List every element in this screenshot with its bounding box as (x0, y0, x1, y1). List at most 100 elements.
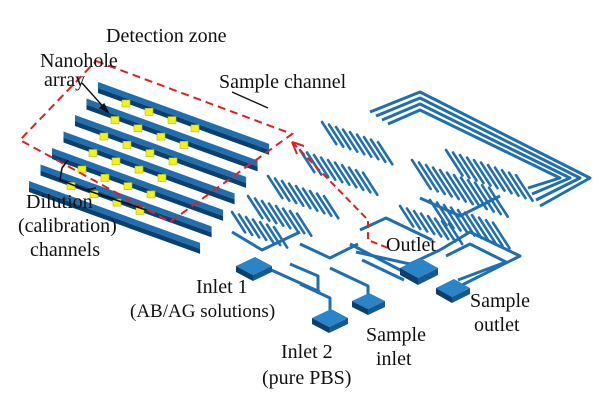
channel-trace (387, 108, 562, 190)
mixer-segment (288, 209, 306, 235)
dilution-brace (59, 159, 147, 211)
mixer-segment (440, 219, 457, 243)
mixer-segment (347, 166, 365, 192)
mixer-segment (466, 178, 489, 211)
sample-inlet-pad (352, 293, 385, 315)
mixer-segment (479, 161, 499, 190)
channel-strip-top (98, 82, 270, 150)
mixer-segment (472, 158, 492, 187)
mixer-segment (319, 156, 337, 181)
channel-trace (329, 266, 370, 296)
mixer-segment (458, 153, 478, 182)
mixer-segment (308, 189, 326, 215)
mixer-segment (274, 204, 292, 230)
mixer-segment (246, 194, 264, 220)
channel-strip-side (63, 137, 235, 205)
mixer-segment (272, 225, 289, 249)
channel-trace (231, 230, 301, 252)
mixer-segment (273, 177, 291, 202)
mixer-segment (486, 163, 506, 192)
label-inlet2-line1: Inlet 2 (281, 341, 333, 363)
nanohole-square (167, 116, 177, 124)
nanohole-square (100, 174, 110, 182)
mixer-segment (419, 212, 436, 236)
mixer-segment (487, 186, 510, 218)
channel-trace (289, 262, 320, 290)
mixer-segment (260, 199, 278, 225)
label-leaders (81, 82, 269, 114)
nanohole-square (190, 124, 200, 133)
label-detection-zone: Detection zone (106, 25, 227, 47)
label-inlet1-line1: Inlet 1 (196, 276, 248, 298)
mixer-segment (405, 207, 422, 231)
mixer-segment (433, 217, 450, 241)
nanohole-square (168, 157, 178, 166)
mixer-segment (398, 204, 415, 228)
channel-trace (369, 90, 592, 208)
channel-strip-top (52, 148, 224, 216)
nanohole-square (134, 165, 144, 174)
nanohole-square (121, 99, 131, 108)
channel-trace (299, 282, 332, 312)
mixer-segment (251, 218, 268, 242)
mixer-segment (287, 182, 305, 207)
mixer-segment (442, 203, 462, 232)
mixer-segment (445, 171, 468, 203)
nanohole-square (179, 141, 189, 149)
mixer-segment (355, 133, 373, 158)
mixer-segment (369, 138, 387, 164)
mixer-segment (435, 201, 455, 230)
mixer-segment (507, 171, 527, 200)
nanohole-square (110, 116, 120, 124)
detection-zone-inset (18, 59, 295, 254)
mixer-segment (341, 128, 359, 153)
channel-trace (299, 242, 359, 260)
mixer-segment (348, 130, 366, 156)
nanohole-arrowhead (98, 102, 110, 114)
mixer-segment (417, 161, 440, 193)
mixer-segment (470, 213, 490, 242)
channel-strip-top (75, 115, 247, 183)
nanohole-square (88, 149, 98, 157)
mixer-segment (447, 222, 464, 246)
nanohole-square (99, 132, 109, 141)
nanohole-square (145, 149, 155, 157)
mixer-segment (294, 184, 312, 210)
channel-trace (445, 242, 508, 282)
mixer-segment (452, 173, 475, 206)
mixer-segment (301, 187, 319, 212)
mixer-segment (265, 223, 282, 247)
label-inlet1-line2: (AB/AG solutions) (130, 301, 275, 322)
channel-strip-top (63, 131, 235, 200)
channel-trace (439, 230, 522, 288)
nanohole-array (66, 99, 200, 215)
mixer-segment (463, 211, 483, 240)
channel-strip-side (98, 88, 270, 155)
text-labels: Detection zone Nanohole array Sample cha… (18, 25, 530, 389)
mixer-segment (438, 168, 461, 201)
mixer-segment (362, 135, 380, 161)
mixer-segment (428, 198, 448, 227)
mixer-segment (473, 181, 496, 213)
mixer-segment (424, 163, 447, 196)
mixer-segment (340, 163, 358, 189)
label-sample-inlet-line2: inlet (376, 348, 412, 370)
mixer-segment (493, 166, 513, 195)
sample-channel-leader (231, 91, 269, 109)
nanohole-square (157, 174, 167, 182)
mixer-segment (237, 213, 254, 237)
channel-trace (381, 102, 572, 196)
label-outlet: Outlet (386, 234, 436, 256)
mixer-segment (230, 210, 247, 234)
chip-layout (230, 90, 592, 333)
nanohole-square (133, 124, 143, 133)
mixer-segment (281, 207, 299, 232)
mixer-segment (376, 140, 394, 166)
channel-strip-top (29, 181, 201, 249)
label-dilution-line3: channels (30, 239, 100, 261)
mixer-segment (354, 168, 372, 194)
sample-outlet-pad (436, 279, 470, 303)
mixer-segment (412, 209, 429, 233)
mixer-segment (480, 183, 503, 216)
